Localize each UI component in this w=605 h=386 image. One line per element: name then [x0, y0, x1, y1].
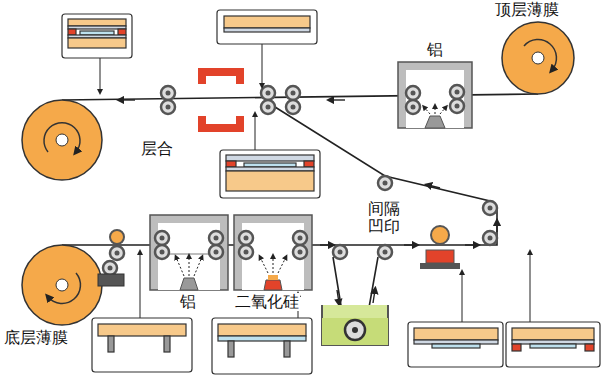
process-label: 间隔 凹印: [367, 200, 405, 237]
process-label: 二氧化硅: [234, 293, 300, 311]
process-label: 顶层薄膜: [494, 1, 560, 19]
process-label: 底层薄膜: [3, 329, 69, 347]
process-label: 层合: [140, 140, 174, 158]
process-label: 铝: [426, 41, 444, 59]
process-label: 铝: [179, 293, 197, 311]
